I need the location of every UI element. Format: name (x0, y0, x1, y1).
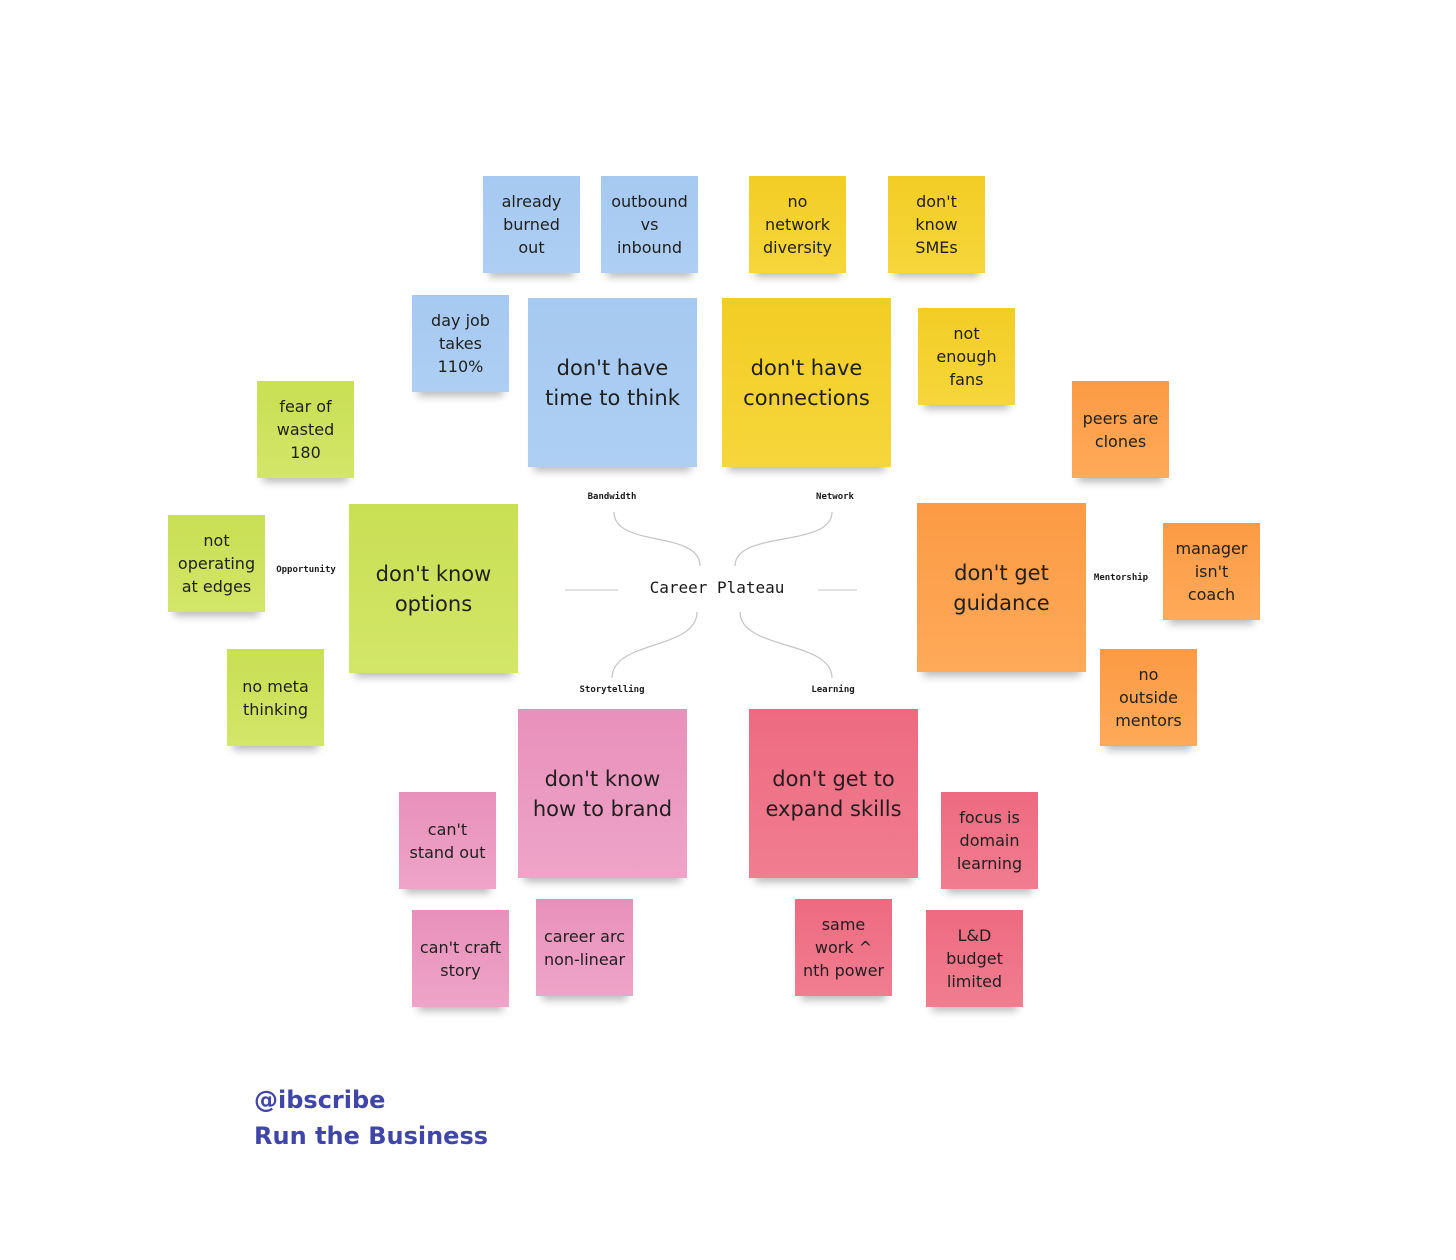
main-note-bandwidth[interactable]: don't have time to think (528, 298, 697, 467)
category-label-learning: Learning (811, 685, 855, 695)
connector-network (734, 511, 833, 567)
central-topic: Career Plateau (649, 578, 785, 597)
connector-learning (739, 611, 833, 679)
sticky-note[interactable]: not enough fans (918, 308, 1015, 405)
author-tagline: Run the Business (254, 1122, 489, 1150)
connector-bandwidth (613, 511, 701, 567)
sticky-note[interactable]: not operating at edges (168, 515, 265, 612)
main-note-mentorship[interactable]: don't get guidance (917, 503, 1086, 672)
category-label-bandwidth: Bandwidth (587, 492, 637, 502)
sticky-note[interactable]: manager isn't coach (1163, 523, 1260, 620)
sticky-note[interactable]: already burned out (483, 176, 580, 273)
sticky-note[interactable]: can't craft story (412, 910, 509, 1007)
sticky-note[interactable]: don't know SMEs (888, 176, 985, 273)
category-label-mentorship: Mentorship (1093, 573, 1149, 583)
sticky-note[interactable]: peers are clones (1072, 381, 1169, 478)
connector-storytelling (611, 611, 698, 679)
main-note-storytelling[interactable]: don't know how to brand (518, 709, 687, 878)
main-note-network[interactable]: don't have connections (722, 298, 891, 467)
sticky-note[interactable]: day job takes 110% (412, 295, 509, 392)
category-label-network: Network (816, 492, 854, 502)
sticky-note[interactable]: L&D budget limited (926, 910, 1023, 1007)
sticky-note[interactable]: same work ^ nth power (795, 899, 892, 996)
sticky-note[interactable]: can't stand out (399, 792, 496, 889)
sticky-note[interactable]: no network diversity (749, 176, 846, 273)
author-handle: @ibscribe (254, 1086, 386, 1114)
sticky-note[interactable]: focus is domain learning (941, 792, 1038, 889)
sticky-note[interactable]: no outside mentors (1100, 649, 1197, 746)
category-label-opportunity: Opportunity (276, 565, 336, 575)
sticky-note[interactable]: outbound vs inbound (601, 176, 698, 273)
sticky-note[interactable]: fear of wasted 180 (257, 381, 354, 478)
author-signature: @ibscribe Run the Business (254, 1082, 488, 1154)
main-note-opportunity[interactable]: don't know options (349, 504, 518, 673)
category-label-storytelling: Storytelling (579, 685, 645, 695)
sticky-note[interactable]: no meta thinking (227, 649, 324, 746)
sticky-note[interactable]: career arc non-linear (536, 899, 633, 996)
main-note-learning[interactable]: don't get to expand skills (749, 709, 918, 878)
